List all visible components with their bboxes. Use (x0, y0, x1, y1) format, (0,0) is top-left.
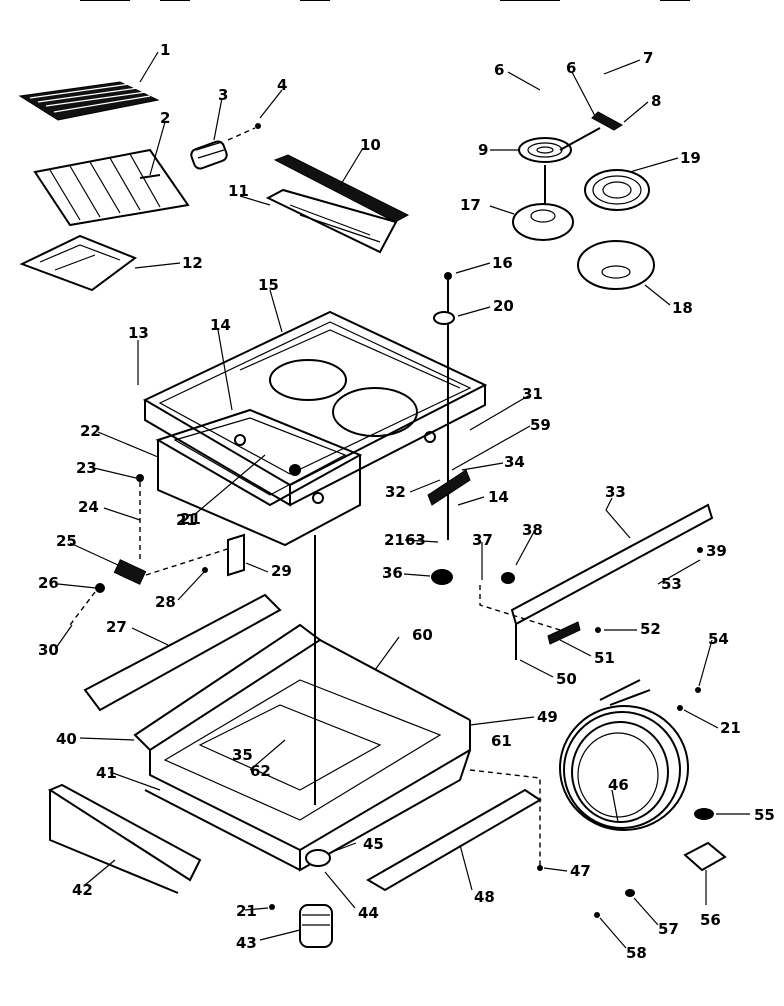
callout-8: 8 (651, 92, 661, 110)
callout-27: 27 (106, 618, 127, 636)
part-base-assembly (83, 593, 471, 872)
callout-2: 2 (160, 109, 170, 127)
callout-36: 36 (382, 564, 403, 582)
callout-63: 63 (405, 531, 426, 549)
callout-17: 17 (460, 196, 481, 214)
callout-15: 15 (258, 276, 279, 294)
part-nut-36 (431, 569, 453, 585)
callout-46: 46 (608, 776, 629, 794)
callout-1: 1 (160, 41, 170, 59)
callout-10: 10 (360, 136, 381, 154)
part-bottom-hardware (269, 769, 543, 948)
part-side-rail (479, 503, 714, 660)
callout-52: 52 (640, 620, 661, 638)
callout-54: 54 (708, 630, 729, 648)
callout-57: 57 (658, 920, 679, 938)
callout-31: 31 (522, 385, 543, 403)
callout-22: 22 (80, 422, 101, 440)
callout-6: 6 (566, 59, 576, 77)
callout-16: 16 (492, 254, 513, 272)
callout-67: 21 (384, 531, 405, 549)
callout-38: 38 (522, 521, 543, 539)
callout-39: 39 (706, 542, 727, 560)
callout-28: 28 (155, 593, 176, 611)
callout-7: 7 (643, 49, 653, 67)
callout-37: 37 (472, 531, 493, 549)
part-surface-elements (512, 111, 655, 290)
part-left-hardware (69, 474, 245, 626)
callout-33: 33 (605, 483, 626, 501)
callout-40: 40 (56, 730, 77, 748)
callout-59: 59 (530, 416, 551, 434)
part-power-cord (559, 679, 689, 831)
callout-53: 53 (661, 575, 682, 593)
callout-18: 18 (672, 299, 693, 317)
callout-24: 24 (78, 498, 99, 516)
callout-51: 51 (594, 649, 615, 667)
callout-9: 9 (478, 141, 488, 159)
callout-44: 44 (358, 904, 379, 922)
callout-23: 23 (76, 459, 97, 477)
callout-34: 34 (504, 453, 525, 471)
callout-58: 58 (626, 944, 647, 962)
callout-45: 45 (363, 835, 384, 853)
part-vent-panel (265, 154, 410, 254)
part-kick-panel (47, 783, 202, 894)
callout-21: 21 (176, 511, 197, 529)
callout-42: 42 (72, 881, 93, 899)
part-knob-assembly (190, 123, 261, 170)
callout-35: 35 (232, 746, 253, 764)
callout-55: 55 (754, 806, 775, 824)
callout-41: 41 (96, 764, 117, 782)
callout-32: 32 (385, 483, 406, 501)
callout-5: 6 (494, 61, 504, 79)
callout-49: 49 (537, 708, 558, 726)
callout-47: 47 (570, 862, 591, 880)
part-oven-rack (18, 81, 160, 121)
callout-43: 43 (236, 934, 257, 952)
callout-29: 29 (271, 562, 292, 580)
callout-66: 14 (488, 488, 509, 506)
callout-50: 50 (556, 670, 577, 688)
callout-12: 12 (182, 254, 203, 272)
part-rack-frame (33, 148, 190, 227)
callout-labels: 1 2 3 4 6 6 7 8 9 10 11 12 13 14 15 16 1… (38, 41, 775, 962)
callout-3: 3 (218, 86, 228, 104)
part-right-hardware (594, 687, 727, 918)
callout-26: 26 (38, 574, 59, 592)
callout-11: 11 (228, 182, 249, 200)
callout-25: 25 (56, 532, 77, 550)
part-cooktop (142, 310, 488, 507)
callout-14: 14 (210, 316, 231, 334)
callout-65: 21 (236, 902, 257, 920)
callout-4: 4 (277, 76, 287, 94)
callout-56: 56 (700, 911, 721, 929)
callout-20: 20 (493, 297, 514, 315)
callout-13: 13 (128, 324, 149, 342)
callout-30: 30 (38, 641, 59, 659)
callout-19: 19 (680, 149, 701, 167)
callout-62: 62 (250, 762, 271, 780)
part-broiler-pan (19, 234, 138, 292)
part-bracket-34 (427, 469, 471, 506)
part-oven-cavity (155, 408, 436, 547)
leader-lines (55, 51, 750, 949)
callout-64: 21 (720, 719, 741, 737)
callout-61: 61 (491, 732, 512, 750)
part-screw-16 (444, 272, 452, 280)
part-grommet-20 (433, 311, 455, 325)
callout-48: 48 (474, 888, 495, 906)
callout-68: 21 (180, 510, 201, 528)
callout-60: 60 (412, 626, 433, 644)
